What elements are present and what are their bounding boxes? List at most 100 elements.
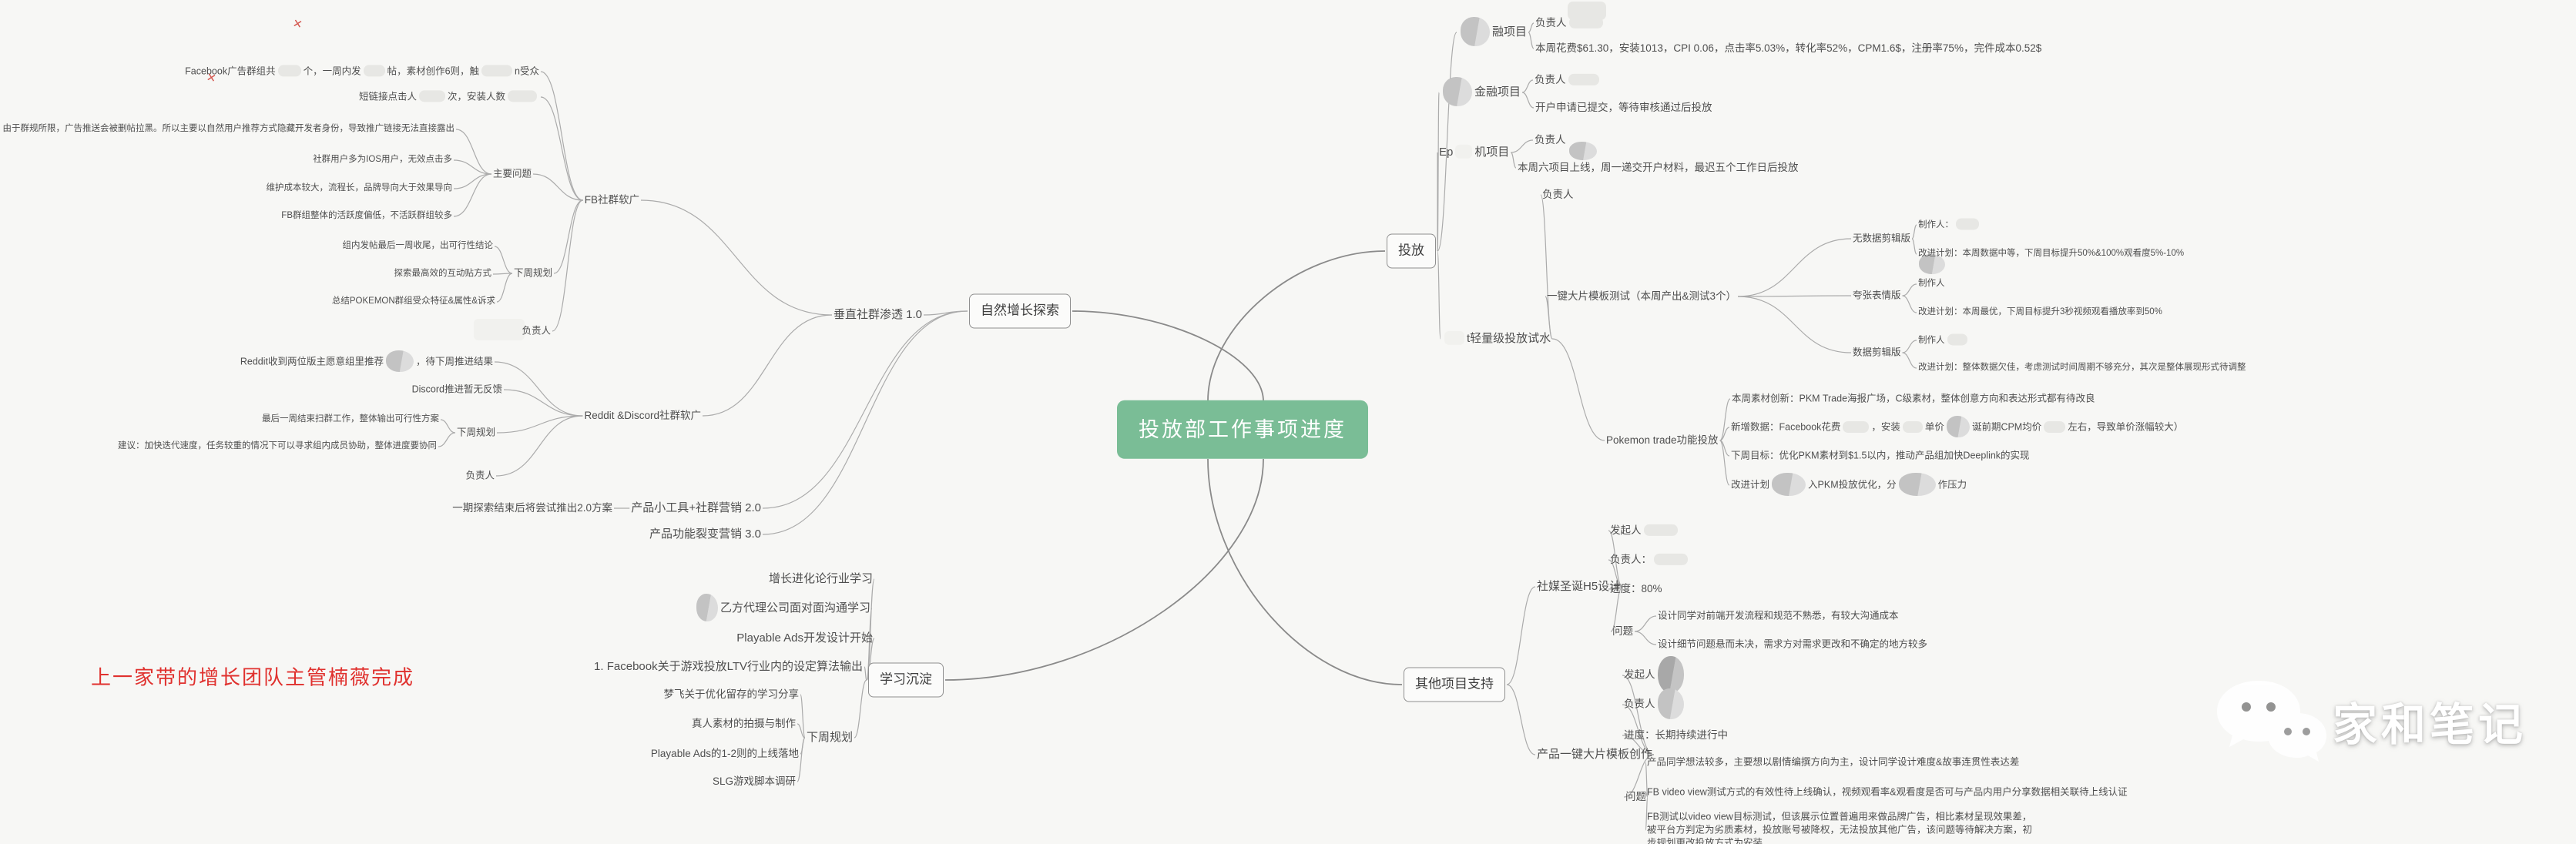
item-learning-2[interactable]: 乙方代理公司面对面沟通学习 [694,594,870,623]
item-problem-1[interactable]: 由于群规所限，广告推送会被删帖拉黑。所以主要以自然用户推荐方式隐藏开发者身份，导… [2,124,455,134]
item-problem-4[interactable]: FB群组整体的活跃度偏低，不活跃群组较多 [281,211,452,221]
topic-template-test[interactable]: 一键大片模板测试（本周产出&测试3个） [1547,290,1737,302]
label-initiator[interactable]: 发起人 [1624,656,1686,695]
label-owner[interactable]: 负责人 [1535,73,1602,87]
item-problem-2[interactable]: 社群用户多为IOS用户，无效点击多 [313,155,452,165]
branch-organic-growth[interactable]: 自然增长探索 [969,293,1071,329]
topic-product-tool-2.0[interactable]: 产品小工具+社群营销 2.0 [631,501,761,514]
topic-fb-community[interactable]: FB社群软广 [584,193,639,206]
text-segment: ，安装 [1871,421,1900,433]
label-main-problems[interactable]: 主要问题 [492,168,532,179]
label-owner[interactable]: 负责人 [1535,16,1605,30]
item-plan-1[interactable]: 最后一周结束扫群工作，整体输出可行性方案 [262,414,439,424]
text-segment: 负责人 [1535,16,1567,28]
label-initiator[interactable]: 发起人 [1610,524,1680,538]
item-week-stats[interactable]: 本周花费$61.30，安装1013，CPI 0.06，点击率5.03%，转化率5… [1535,42,2042,54]
item-improve-plan[interactable]: 改进计划：本周数据中等，下周目标提升50%&100%观看度5%-10% [1918,249,2185,259]
label-owner[interactable]: 负责人 [1624,688,1686,721]
item-new-data[interactable]: 新增数据：Facebook花费，安装单价诞前期CPM均价左右，导致单价涨幅较大） [1731,416,2183,439]
item-issue-1[interactable]: 产品同学想法较多，主要想以剧情编撰方向为主，设计同学设计难度&故事连贯性表达差 [1647,756,2020,768]
item-reddit-reply[interactable]: Reddit收到两位版主愿意组里推荐，待下周推进结果 [240,350,493,373]
item-discord-status[interactable]: Discord推进暂无反馈 [411,383,502,395]
item-learning-1[interactable]: 增长进化论行业学习 [768,571,873,585]
label-maker[interactable]: 制作人 [1918,279,1945,289]
item-plan-1[interactable]: 组内发帖最后一周收尾，出可行性结论 [342,241,494,251]
branch-other-projects[interactable]: 其他项目支持 [1404,667,1505,702]
text-segment: 金融项目 [1474,85,1521,99]
item-plan-2[interactable]: 探索最高效的互动贴方式 [394,269,492,279]
item-plan-3[interactable]: Playable Ads的1-2则的上线落地 [650,747,799,759]
item-material-innovation[interactable]: 本周素材创新：PKM Trade海报广场，C级素材，整体创意方向和表达形式都有待… [1732,393,2095,404]
item-issue-1[interactable]: 设计同学对前端开发流程和规范不熟悉，有较大沟通成本 [1658,610,1899,621]
item-shortlink-stats[interactable]: 短链接点击人次，安装人数 [359,90,539,103]
text-redacted [1654,553,1688,565]
text-segment: 作压力 [1937,479,1967,491]
item-improve-plan[interactable]: 改进计划入PKM投放优化，分作压力 [1731,473,1967,497]
item-plan-2[interactable]: 建议：加快迭代速度，任务较重的情况下可以寻求组内成员协助，整体进度要协同 [118,441,437,451]
label-issues[interactable]: 问题 [1625,790,1646,802]
avatar-redacted [1772,473,1806,496]
item-learning-4[interactable]: 1. Facebook关于游戏投放LTV行业内的设定算法输出 [594,659,863,673]
text-redacted [277,65,301,77]
topic-finance-project-2[interactable]: 金融项目 [1441,77,1521,108]
text-segment: 改进计划 [1731,479,1770,491]
central-topic[interactable]: 投放部工作事项进度 [1117,400,1368,460]
item-launch-plan[interactable]: 本周六项目上线，周一递交开户材料，最迟五个工作日后投放 [1518,161,1799,173]
text-segment: 负责人 [1535,73,1566,85]
text-redacted [1455,144,1473,159]
avatar-redacted [1898,473,1936,496]
topic-lightweight-test[interactable]: t轻量级投放试水 [1442,330,1551,347]
label-progress[interactable]: 进度：长期持续进行中 [1624,728,1728,741]
item-plan-3[interactable]: 总结POKEMON群组受众特征&属性&诉求 [331,296,495,306]
item-plan-1[interactable]: 梦飞关于优化留存的学习分享 [663,688,800,700]
label-next-week-plan[interactable]: 下周规划 [806,730,853,744]
item-problem-3[interactable]: 维护成本较大，流程长，品牌导向大于效果导向 [266,183,453,193]
text-redacted [1568,16,1603,28]
label-owner[interactable]: 负责人 [522,325,551,337]
label-maker[interactable]: 制作人： [1918,218,1981,231]
item-improve-plan[interactable]: 改进计划：本周最优，下周目标提升3秒视频观看播放率到50% [1918,307,2162,317]
avatar-redacted [1657,656,1684,693]
topic-pokemon-trade[interactable]: Pokemon trade功能投放 [1606,434,1719,446]
label-owner[interactable]: 负责人 [465,470,495,481]
item-plan-4[interactable]: SLG游戏脚本调研 [712,775,796,787]
label-owner[interactable]: 负责人 [1535,133,1566,146]
item-plan-2[interactable]: 真人素材的拍摄与制作 [692,717,796,729]
topic-fission-3.0[interactable]: 产品功能裂变营销 3.0 [649,527,761,541]
watermark: 家和笔记 [2212,678,2527,764]
label-owner[interactable]: 负责人 [1542,188,1574,200]
text-redacted [1902,420,1923,433]
label-data-cut[interactable]: 数据剪辑版 [1853,347,1901,358]
label-no-data-cut[interactable]: 无数据剪辑版 [1853,233,1911,244]
item-improve-plan[interactable]: 改进计划：整体数据欠佳，考虑测试时间周期不够充分，其次是整体展现形式待调整 [1918,363,2246,373]
item-learning-3[interactable]: Playable Ads开发设计开始 [736,631,873,645]
label-progress[interactable]: 进度：80% [1610,582,1662,594]
item-phase1-result[interactable]: 一期探索结束后将尝试推出2.0方案 [452,501,612,514]
label-issues[interactable]: 问题 [1612,625,1633,637]
topic-template-creation[interactable]: 产品一键大片模板创作 [1537,747,1653,761]
text-segment: 机项目 [1474,145,1510,159]
label-maker[interactable]: 制作人 [1918,333,1970,347]
item-account-status[interactable]: 开户申请已提交，等待审核通过后投放 [1535,101,1712,113]
item-issue-2[interactable]: 设计细节问题悬而未决，需求方对需求更改和不确定的地方较多 [1658,638,1928,650]
topic-finance-project-1[interactable]: 融项目 [1458,17,1527,48]
item-issue-3[interactable]: FB测试以video view目标测试，但该展示位置普遍用来做品牌广告，相比素材… [1647,811,2033,844]
text-segment: 次，安装人数 [447,91,505,102]
label-next-week-plan[interactable]: 下周规划 [513,267,552,279]
topic-reddit-discord[interactable]: Reddit &Discord社群软广 [584,409,701,421]
branch-ad-delivery[interactable]: 投放 [1387,233,1436,269]
label-next-week-plan[interactable]: 下周规划 [456,427,495,438]
topic-vertical-community[interactable]: 垂直社群渗透 1.0 [833,307,922,321]
branch-learning[interactable]: 学习沉淀 [868,662,944,698]
label-exaggerated[interactable]: 夸张表情版 [1853,290,1901,301]
item-issue-2[interactable]: FB video view测试方式的有效性待上线确认，视频观看率&观看度是否可与… [1647,786,2128,798]
text-redacted [363,65,385,77]
label-owner[interactable]: 负责人： [1610,553,1690,567]
topic-xmas-h5[interactable]: 社媒圣诞H5设计 [1537,579,1622,593]
item-next-week-goal[interactable]: 下周目标：优化PKM素材到$1.5以内，推动产品组加快Deeplink的实现 [1731,450,2030,461]
text-redacted [481,65,513,77]
wechat-icon [2217,681,2326,762]
